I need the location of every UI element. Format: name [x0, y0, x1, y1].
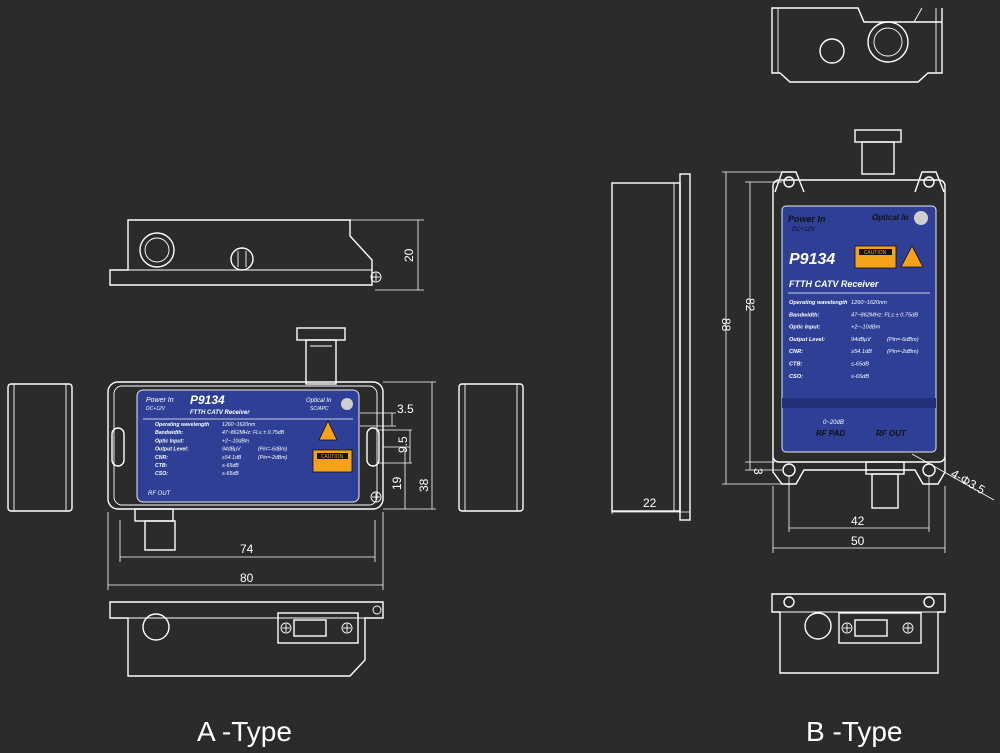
a-spec-v: ≤-65dB	[222, 471, 239, 477]
b-spec-k: Operating wavelength	[789, 300, 848, 306]
dim-88: 88	[719, 318, 733, 332]
a-spec-k: Operating wavelength	[155, 422, 209, 428]
a-spec-k: CTB:	[155, 463, 168, 469]
a-sc: SC/APC	[310, 406, 329, 412]
b-pad-range: 0~20dB	[823, 420, 844, 426]
a-spec-v: 47~862MHz: FL≤ ± 0.75dB	[222, 430, 285, 436]
a-spec-v: +2~-10dBm	[222, 438, 250, 444]
a-optical-in: Optical In	[306, 398, 332, 404]
dim-3: 3	[751, 468, 765, 475]
dim-50: 50	[851, 534, 865, 548]
dim-20: 20	[402, 248, 416, 262]
a-rf-out: RF OUT	[148, 491, 172, 497]
a-spec-k: CNR:	[155, 455, 168, 461]
dim-22: 22	[643, 496, 657, 510]
dim-80: 80	[240, 571, 254, 585]
b-spec-k: Output Level:	[789, 337, 825, 343]
b-spec-v: ≤-65dB	[851, 362, 869, 368]
a-dc: DC+12V	[146, 406, 166, 412]
a-model: P9134	[190, 393, 225, 407]
b-type-side-view: 22	[611, 173, 691, 521]
b-subtitle: FTTH CATV Receiver	[789, 279, 879, 289]
dim-3-5: 3.5	[397, 402, 414, 416]
b-spec-k: Bandwidth:	[789, 312, 820, 318]
b-caution: CAUTION	[864, 250, 887, 256]
a-spec-k: Optic Input:	[155, 438, 184, 444]
a-spec-k: Output Level:	[155, 447, 189, 453]
a-spec-k: Bandwidth:	[155, 430, 184, 436]
a-spec-v: ≤-65dB	[222, 463, 239, 469]
b-type-bottom-view	[771, 593, 946, 674]
a-spec-list: Operating wavelength 1260~1620nmBandwidth…	[155, 422, 288, 477]
b-optical-in: Optical In	[872, 213, 909, 222]
dim-holes: 4-Φ3.5	[949, 466, 988, 497]
dim-82: 82	[743, 298, 757, 312]
b-spec-k: CSO:	[789, 374, 803, 380]
b-spec-v: 47~862MHz: FL≤ ± 0.75dB	[851, 312, 918, 318]
b-model: P9134	[789, 251, 835, 268]
a-spec-v: 94dBμV	[222, 447, 241, 453]
caption-b-type: B -Type	[806, 716, 902, 747]
b-type-top-view	[771, 7, 943, 83]
b-spec-v: ≥54.1dB	[851, 349, 872, 355]
dim-38: 38	[417, 478, 431, 492]
b-spec-v: 1260~1620nm	[851, 300, 887, 306]
a-spec-n: (Pin=-6dBm)	[258, 447, 288, 453]
a-spec-n: (Pin=-2dBm)	[258, 455, 288, 461]
a-spec-v: ≥54.1dB	[222, 455, 242, 461]
caption-a-type: A -Type	[197, 716, 292, 747]
b-spec-v: 94dBμV	[851, 337, 872, 343]
b-rf-pad: RF PAD	[816, 429, 845, 438]
b-spec-n: (Pin=-2dBm)	[887, 349, 919, 355]
a-spec-k: CSO:	[155, 471, 168, 477]
a-spec-v: 1260~1620nm	[222, 422, 256, 428]
dim-42: 42	[851, 514, 865, 528]
a-type-front-view: Power In DC+12V P9134 FTTH CATV Receiver…	[7, 327, 524, 590]
dim-19: 19	[390, 476, 404, 490]
dim-74: 74	[240, 542, 254, 556]
b-spec-n: (Pin=-6dBm)	[887, 337, 919, 343]
a-power-in: Power In	[146, 397, 174, 404]
laser-warning-icon	[318, 420, 338, 441]
b-type-front-view: Power In DC+12V Optical In P9134 CAUTION…	[719, 129, 995, 553]
b-power-in: Power In	[788, 214, 826, 224]
b-spec-k: CNR:	[789, 349, 803, 355]
b-rf-out: RF OUT	[876, 429, 907, 438]
a-subtitle: FTTH CATV Receiver	[190, 410, 250, 416]
a-type-top-view: 20	[109, 219, 424, 291]
a-caution: CAUTION	[321, 454, 344, 460]
b-spec-v: +2~-10dBm	[851, 325, 881, 331]
b-laser-warning-icon	[900, 245, 924, 268]
dim-9-5: 9.5	[396, 436, 410, 453]
b-dc: DC+12V	[792, 227, 816, 233]
a-type-bottom-view	[109, 601, 384, 677]
b-spec-k: Optic Input:	[789, 325, 821, 331]
b-spec-v: ≤-65dB	[851, 374, 869, 380]
b-spec-k: CTB:	[789, 362, 802, 368]
